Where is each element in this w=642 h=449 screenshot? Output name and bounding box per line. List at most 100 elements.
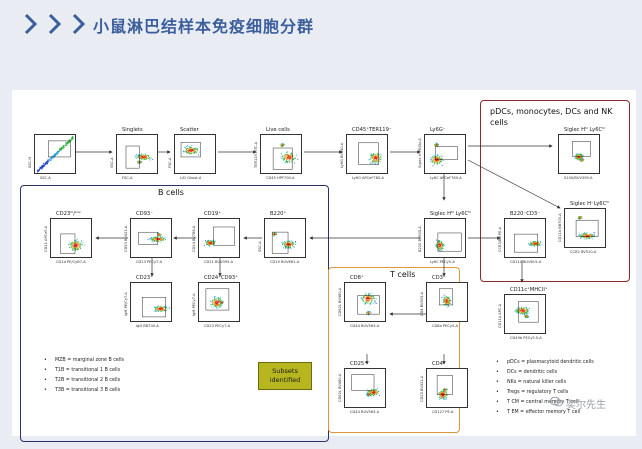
pdc-box xyxy=(480,100,630,282)
legend-item: T1B = transitional 1 B cells xyxy=(44,366,124,376)
scatter-dots xyxy=(180,142,201,158)
flow-plot-scat xyxy=(174,134,216,174)
scatter-dots xyxy=(205,288,230,311)
chevron-right-icon xyxy=(24,13,38,35)
scatter-dots xyxy=(572,141,591,162)
plot-y-axis-label: CD25 BV421-A xyxy=(420,375,424,402)
flow-plot-cd93 xyxy=(130,218,172,258)
flow-plot-cd11c xyxy=(504,294,546,334)
plot-x-axis-label: CD11c BUV615-A xyxy=(510,260,542,264)
plot-x-axis-label: SSC-A xyxy=(40,176,51,180)
chevron-right-icon xyxy=(72,13,86,35)
plot-title: B220⁻CD3⁻ xyxy=(510,211,540,217)
gating-arrows xyxy=(76,144,561,365)
flow-plot-cd24 xyxy=(198,282,240,322)
scatter-dots xyxy=(272,143,299,170)
flow-plot-cd19 xyxy=(198,218,240,258)
plot-y-axis-label: CCR3/B8 PE-A xyxy=(498,226,502,252)
scatter-dots xyxy=(36,135,74,173)
plot-y-axis-label: TER119 FITC-A xyxy=(254,141,258,168)
plot-title: CD4⁺ xyxy=(432,361,446,367)
page-header: 小鼠淋巴结样本免疫细胞分群 xyxy=(0,0,642,48)
plot-y-axis-label: CD62L BV480-A xyxy=(338,373,342,402)
plot-title: CD23ʰⁱ/ˡᵒʷ xyxy=(56,211,81,217)
flow-plot-siglo xyxy=(564,208,606,248)
plot-x-axis-label: CD45 HPF700-A xyxy=(266,176,295,180)
plot-x-axis-label: CD21 BUV395-A xyxy=(204,260,234,264)
plot-x-axis-label: CD44 BUV563-A xyxy=(350,410,380,414)
t-cells-label: T cells xyxy=(390,270,416,279)
plot-y-axis-label: CD21 APCeF-A xyxy=(44,225,48,252)
plot-x-axis-label: CD1d PE/CyB7-A xyxy=(56,260,86,264)
scatter-dots xyxy=(514,301,539,323)
plot-x-axis-label: S100/BUV395-A xyxy=(564,176,593,180)
legend-item: T2B = transitional 2 B cells xyxy=(44,376,124,386)
legend-item: T3B = transitional 3 B cells xyxy=(44,386,124,396)
plot-title: CD25⁺ xyxy=(350,361,367,367)
flow-plot-fsch xyxy=(34,134,76,174)
plot-title: CD45⁺TER119⁻ xyxy=(352,127,392,133)
plot-y-axis-label: SSC-H xyxy=(28,156,32,168)
plot-y-axis-label: FSC-A xyxy=(168,157,172,168)
plot-y-axis-label: Ly6G BV650-A xyxy=(340,142,344,168)
page-title: 小鼠淋巴结样本免疫细胞分群 xyxy=(93,17,315,36)
plot-x-axis-label: FSC-A xyxy=(122,176,133,180)
plot-title: Live cells xyxy=(266,127,290,133)
b-cells-label: B cells xyxy=(158,188,184,197)
t-cells-box xyxy=(328,267,460,433)
scatter-dots xyxy=(439,288,454,308)
flow-plot-cd4 xyxy=(426,368,468,408)
plot-title: Siglec Hʰⁱ Ly6Cʰⁱ xyxy=(430,211,472,217)
plot-x-axis-label: CD49b PECy5.5-A xyxy=(510,336,542,340)
scatter-dots xyxy=(203,226,236,247)
plot-y-axis-label: CD11b BB700-A xyxy=(558,213,562,242)
scatter-dots xyxy=(358,142,382,165)
plot-y-axis-label: CD24 BV786-A xyxy=(192,225,196,252)
plot-x-axis-label: CD23 PECy7-A xyxy=(204,324,231,328)
flow-plot-cd45 xyxy=(346,134,388,174)
plot-x-axis-label: Ly6C APCeF780-A xyxy=(430,176,462,180)
scatter-dots xyxy=(351,374,381,397)
scatter-dots xyxy=(430,142,458,167)
plot-y-axis-label: CD62L BV480-A xyxy=(338,287,342,316)
plot-title: B220⁺ xyxy=(270,211,287,217)
flow-plot-cd23 xyxy=(50,218,92,258)
gating-strategy-figure: B cells T cells pDCs, monocytes, DCs and… xyxy=(12,90,636,442)
plot-y-axis-label: SSC-A xyxy=(110,157,114,168)
legend-item: DCs = dendritic cells xyxy=(496,368,594,378)
flow-plot-ly6g xyxy=(424,134,466,174)
plot-x-axis-label: CCR2 BV510-A xyxy=(570,250,597,254)
plot-x-axis-label: Ly6C PECy5-A xyxy=(430,260,455,264)
scatter-dots xyxy=(142,297,170,318)
flow-plot-cd25 xyxy=(344,368,386,408)
scatter-dots xyxy=(575,216,599,240)
watermark: 奕尔先生 xyxy=(566,400,606,411)
flow-plot-b220n xyxy=(504,218,546,258)
plot-title: Scatter xyxy=(180,127,199,133)
pdc-box-title: pDCs, monocytes, DCs and NK cells xyxy=(490,107,613,127)
plot-title: Ly6G⁻ xyxy=(430,127,446,133)
plot-x-axis-label: CD44 BUV563-A xyxy=(350,324,380,328)
scatter-dots xyxy=(436,375,453,401)
legend-item: T CM = central memory T cell xyxy=(496,398,594,408)
scatter-dots xyxy=(60,233,85,254)
flow-plot-sing xyxy=(116,134,158,174)
scatter-dots xyxy=(138,231,167,245)
plot-x-axis-label: IgD BB700-A xyxy=(136,324,159,328)
flow-plot-cd3 xyxy=(426,282,468,322)
legend-item: pDCs = plasmacytoid dendritic cells xyxy=(496,358,594,368)
flow-plot-b220 xyxy=(264,218,306,258)
plot-title: CD23⁺ xyxy=(136,275,153,281)
legend-item: T EM = effector memory T cell xyxy=(496,408,594,418)
plot-title: Singlets xyxy=(122,127,143,133)
plot-x-axis-label: Ly6G APCeF780-A xyxy=(352,176,384,180)
plot-title: CD93⁻ xyxy=(136,211,153,217)
plot-x-axis-label: CD8a PECy5-A xyxy=(432,324,458,328)
legend-other: pDCs = plasmacytoid dendritic cellsDCs =… xyxy=(496,358,594,418)
plot-y-axis-label: SSC-A xyxy=(258,241,262,252)
legend-item: NKs = natural killer cells xyxy=(496,378,594,388)
scatter-dots xyxy=(271,231,296,254)
flow-plot-cd8 xyxy=(344,282,386,322)
legend-item: Tregs = regulatory T cells xyxy=(496,388,594,398)
scatter-dots xyxy=(514,233,543,253)
